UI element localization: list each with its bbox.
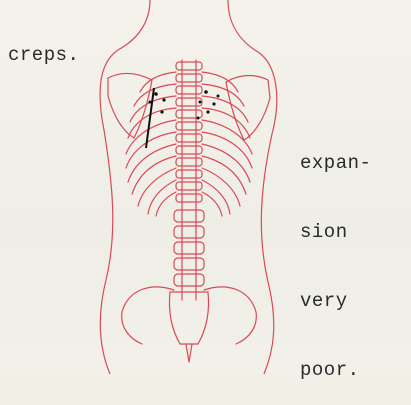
pelvis-right — [204, 287, 256, 344]
expansion-line: very — [300, 290, 371, 313]
expansion-line: sion — [300, 221, 371, 244]
pelvis-left — [122, 287, 174, 344]
expansion-note: expan- sion very poor. — [300, 106, 371, 405]
ribs-right — [202, 72, 252, 216]
creps-label: creps. — [8, 44, 79, 67]
body-outline-left — [100, 0, 150, 374]
ribs-left — [126, 72, 176, 216]
left-shoulder — [108, 74, 152, 138]
tailbone — [186, 344, 192, 362]
sacrum — [169, 292, 208, 344]
expansion-line: poor. — [300, 359, 371, 382]
body-outline-right — [228, 0, 277, 374]
vertebrae — [174, 62, 204, 286]
spine — [182, 60, 196, 300]
expansion-line: expan- — [300, 152, 371, 175]
